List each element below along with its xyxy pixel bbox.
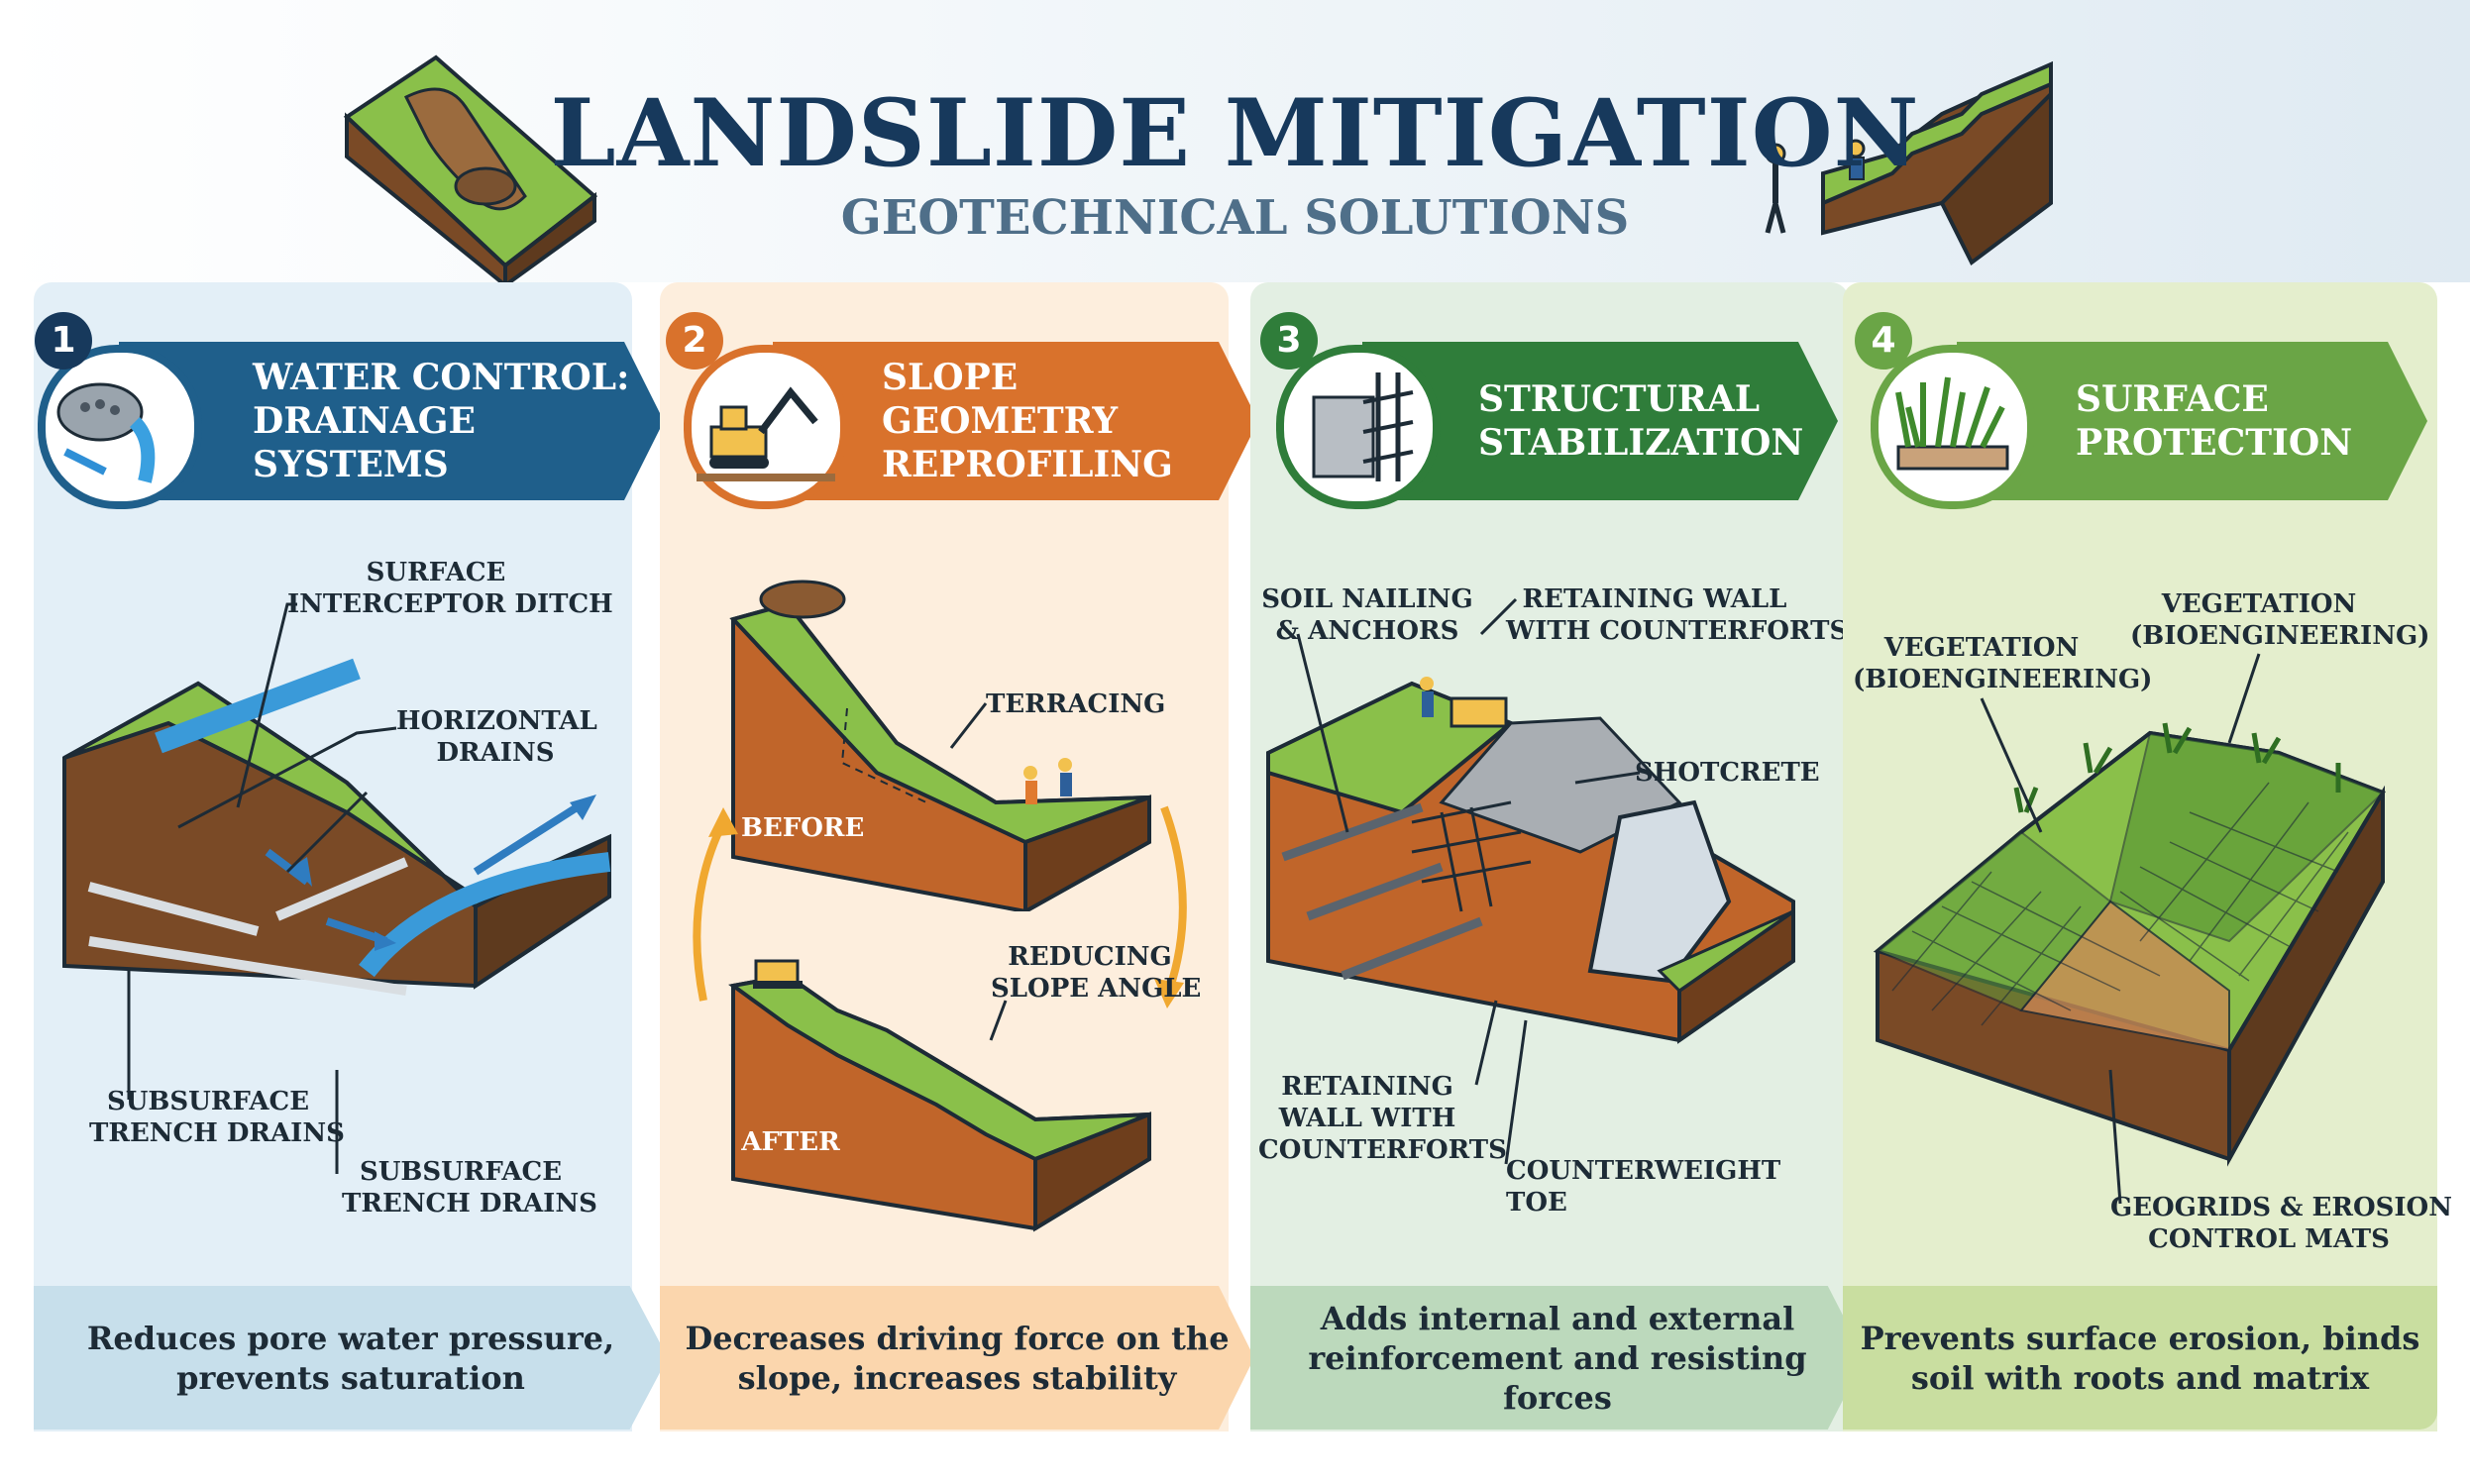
banner-structural: STRUCTURAL STABILIZATION	[1283, 342, 1838, 500]
footer-line: reinforcement and resisting forces	[1308, 1338, 1807, 1417]
panel-title-line2: PROTECTION	[2076, 422, 2353, 464]
label-line: SLOPE ANGLE	[991, 974, 1202, 1004]
footer-line: Reduces pore water pressure,	[86, 1319, 615, 1357]
drainage-slope-illustration	[62, 658, 611, 996]
label-subsurface-drains-right: SUBSURFACE TRENCH DRAINS	[342, 1156, 597, 1219]
footer-line: prevents saturation	[176, 1358, 525, 1397]
label-line: WITH COUNTERFORTS	[1506, 616, 1849, 646]
excavator-icon	[684, 345, 848, 509]
label-counterweight-toe: COUNTERWEIGHT TOE	[1506, 1155, 1781, 1219]
page-subtitle: GEOTECHNICAL SOLUTIONS	[840, 190, 1630, 246]
label-line: COUNTERWEIGHT	[1506, 1156, 1781, 1186]
drain-pipe-icon	[38, 345, 202, 509]
label-vegetation-left: VEGETATION (BIOENGINEERING)	[1853, 632, 2153, 695]
footer-water-control: Reduces pore water pressure, prevents sa…	[34, 1286, 668, 1430]
label-line: GEOGRIDS & EROSION	[2110, 1193, 2452, 1222]
step-number-3: 3	[1260, 312, 1318, 370]
terraced-slope-with-workers-illustration	[1765, 60, 2053, 266]
label-line: TRENCH DRAINS	[89, 1118, 345, 1148]
label-line: HORIZONTAL	[396, 706, 597, 736]
label-line: VEGETATION	[2161, 589, 2357, 619]
banner-water-control: WATER CONTROL: DRAINAGE SYSTEMS	[40, 342, 664, 500]
label-line: SUBSURFACE	[359, 1157, 563, 1187]
before-slope-illustration	[729, 580, 1151, 911]
cycle-arrows	[693, 805, 1187, 1008]
label-line: VEGETATION	[1883, 633, 2080, 663]
panel-title-line1: WATER CONTROL:	[253, 357, 630, 398]
label-geogrids: GEOGRIDS & EROSION CONTROL MATS	[2110, 1192, 2452, 1255]
panel-title-line2: STABILIZATION	[1478, 422, 1804, 464]
page-title: LANDSLIDE MITIGATION	[550, 79, 1920, 188]
label-surface-ditch: SURFACE INTERCEPTOR DITCH	[287, 557, 613, 620]
label-reducing-slope: REDUCING SLOPE ANGLE	[991, 941, 1202, 1005]
footer-line: Prevents surface erosion, binds	[1860, 1319, 2420, 1357]
after-terraced-illustration	[728, 959, 1151, 1232]
label-line: REDUCING	[1008, 942, 1172, 972]
structural-slope-illustration	[1266, 677, 1795, 1044]
banner-surface-protection: SURFACE PROTECTION	[1878, 342, 2427, 500]
footer-surface-protection: Prevents surface erosion, binds soil wit…	[1843, 1286, 2437, 1430]
label-line: SUBSURFACE	[106, 1087, 310, 1116]
panel-title-line2: REPROFILING	[882, 444, 1173, 485]
label-line: & ANCHORS	[1275, 616, 1459, 646]
label-line: INTERCEPTOR DITCH	[287, 589, 613, 619]
label-shotcrete: SHOTCRETE	[1635, 758, 1820, 788]
label-horizontal-drains: HORIZONTAL DRAINS	[396, 705, 597, 769]
panel-title-line1: STRUCTURAL	[1478, 378, 1761, 420]
label-line: SOIL NAILING	[1261, 584, 1473, 614]
step-number-2: 2	[666, 312, 723, 370]
panel-title-line1: SLOPE GEOMETRY	[882, 357, 1119, 442]
label-line: (BIOENGINEERING)	[1853, 665, 2153, 694]
rebar-block-icon	[1276, 345, 1441, 509]
label-line: RETAINING WALL	[1522, 584, 1787, 614]
label-line: CONTROL MATS	[2148, 1224, 2390, 1254]
label-line: DRAINS	[436, 738, 555, 768]
label-line: TOE	[1506, 1188, 1567, 1218]
grass-icon	[1871, 345, 2035, 509]
panel-title-line1: SURFACE	[2076, 378, 2269, 420]
vegetated-slope-illustration	[1873, 722, 2386, 1167]
label-terracing: TERRACING	[986, 689, 1166, 719]
label-line: TRENCH DRAINS	[342, 1189, 597, 1219]
step-number-4: 4	[1855, 312, 1912, 370]
step-number-1: 1	[35, 312, 92, 370]
label-retaining-wall-bottom: RETAINING WALL WITH COUNTERFORTS	[1258, 1071, 1507, 1166]
footer-line: Decreases driving force on the	[685, 1319, 1230, 1357]
footer-line: Adds internal and external	[1320, 1299, 1795, 1337]
label-subsurface-drains-left: SUBSURFACE TRENCH DRAINS	[89, 1086, 345, 1149]
label-soil-nailing: SOIL NAILING & ANCHORS	[1258, 583, 1476, 647]
landslide-block-illustration	[343, 54, 598, 285]
footer-structural: Adds internal and external reinforcement…	[1250, 1286, 1865, 1430]
label-line: (BIOENGINEERING)	[2130, 621, 2430, 651]
label-before: BEFORE	[741, 813, 865, 843]
footer-line: soil with roots and matrix	[1910, 1358, 2370, 1397]
panel-title-line2: DRAINAGE SYSTEMS	[253, 400, 476, 485]
footer-slope-geometry: Decreases driving force on the slope, in…	[660, 1286, 1254, 1430]
label-retaining-wall-top: RETAINING WALL WITH COUNTERFORTS	[1506, 583, 1849, 647]
label-line: WALL WITH	[1278, 1104, 1456, 1133]
label-line: COUNTERFORTS	[1258, 1135, 1507, 1165]
banner-slope-geometry: SLOPE GEOMETRY REPROFILING	[694, 342, 1258, 500]
label-line: SURFACE	[366, 558, 506, 587]
footer-line: slope, increases stability	[737, 1358, 1177, 1397]
label-vegetation-right: VEGETATION (BIOENGINEERING)	[2130, 588, 2430, 652]
label-after: AFTER	[741, 1127, 840, 1157]
label-line: RETAINING	[1281, 1072, 1453, 1102]
